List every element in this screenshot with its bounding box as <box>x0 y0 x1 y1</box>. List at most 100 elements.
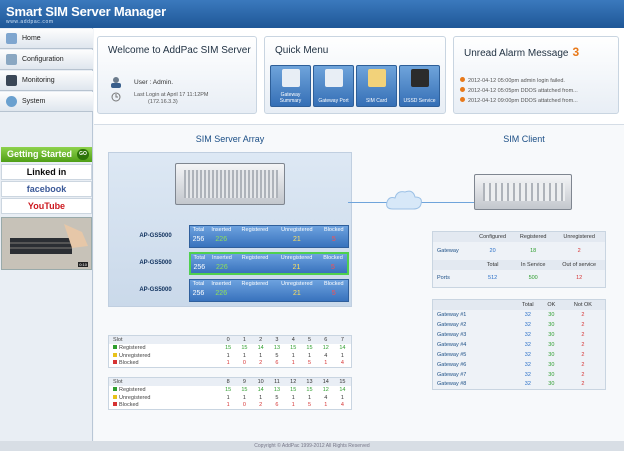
unregistered-count: 1 <box>259 394 263 401</box>
linkedin-label: Linked in <box>26 167 67 177</box>
legend-label: Unregistered <box>119 394 151 401</box>
getting-started-label: Getting Started <box>7 149 73 159</box>
alarm-title-text: Unread Alarm Message <box>464 48 569 59</box>
alarm-item[interactable]: 2012-04-12 05:00pm admin login failed. <box>460 77 565 84</box>
gateway-name: Gateway #6 <box>437 361 467 368</box>
promo-video[interactable]: 0:10 <box>1 217 92 270</box>
ussd-service-button[interactable]: USSD Service <box>399 65 440 107</box>
total-value: 32 <box>524 331 531 338</box>
col-out-of-service: Out of service <box>553 259 606 270</box>
alarm-item-text: 2012-04-12 09:00pm DDOS attatched from..… <box>468 98 578 104</box>
sim-card-button[interactable]: SIM Card <box>356 65 397 107</box>
quick-menu-panel: Quick Menu Gateway Summary Gateway Port … <box>264 36 446 114</box>
go-badge: GO <box>77 149 89 160</box>
total-value: 32 <box>524 351 531 358</box>
registered-count: 15 <box>290 386 297 393</box>
legend-label: Blocked <box>119 360 139 367</box>
unregistered-count: 4 <box>324 394 328 401</box>
nav-monitoring[interactable]: Monitoring <box>0 71 93 91</box>
nav-configuration[interactable]: Configuration <box>0 50 93 70</box>
inserted-value: 226 <box>215 236 228 243</box>
registered-count: 15 <box>225 344 232 351</box>
unregistered-value: 21 <box>292 290 301 297</box>
gateway-name: Gateway #7 <box>437 371 467 378</box>
sim-client-rack-image[interactable] <box>474 174 572 210</box>
legend-registered: Registered <box>109 386 221 394</box>
quick-menu-title: Quick Menu <box>275 45 329 56</box>
total-value: 256 <box>192 236 205 243</box>
getting-started-button[interactable]: Getting Started GO <box>1 147 92 162</box>
cloud-icon <box>386 190 422 210</box>
col-blocked: Blocked <box>324 227 344 233</box>
col-registered: Registered <box>241 227 269 233</box>
total-value: 32 <box>524 311 531 318</box>
blocked-count: 5 <box>307 360 312 367</box>
unregistered-count: 5 <box>275 394 279 401</box>
unregistered-count: 1 <box>307 352 312 359</box>
legend-unregistered: Unregistered <box>109 394 221 402</box>
col-total: Total <box>192 281 205 287</box>
unregistered-count: 1 <box>291 352 295 359</box>
alarm-item-text: 2012-04-12 05:05pm DDOS attatched from..… <box>468 88 578 94</box>
unregistered-count: 1 <box>259 352 263 359</box>
user-icon <box>111 77 121 102</box>
inserted-value: 226 <box>215 290 228 297</box>
welcome-panel: Welcome to AddPac SIM Server User : Admi… <box>97 36 257 114</box>
inserted-value: 226 <box>216 264 228 271</box>
slot-number: 0 <box>220 335 237 344</box>
nav-home-label: Home <box>22 35 41 42</box>
video-duration: 0:10 <box>78 262 88 267</box>
linkedin-link[interactable]: Linked in <box>1 164 92 180</box>
nav-system[interactable]: System <box>0 92 93 112</box>
unregistered-count: 1 <box>242 352 246 359</box>
col-total: Total <box>193 255 206 261</box>
gateway-summary-button[interactable]: Gateway Summary <box>270 65 311 107</box>
ok-value: 30 <box>548 331 555 338</box>
sim-server-rack-image[interactable] <box>175 163 285 205</box>
legend-registered: Registered <box>109 344 221 352</box>
youtube-link[interactable]: YouTube <box>1 198 92 214</box>
alarm-item[interactable]: 2012-04-12 05:05pm DDOS attatched from..… <box>460 87 578 94</box>
blocked-count: 4 <box>340 402 344 409</box>
legend-label: Registered <box>119 344 146 351</box>
last-login-ip: (172.16.3.3) <box>148 99 178 105</box>
ok-value: 30 <box>548 371 555 378</box>
slot-number: 13 <box>301 377 318 386</box>
facebook-link[interactable]: facebook <box>1 181 92 197</box>
gateway-name: Gateway #3 <box>437 331 467 338</box>
unregistered-count: 1 <box>226 394 230 401</box>
alarm-item[interactable]: 2012-04-12 09:00pm DDOS attatched from..… <box>460 97 578 104</box>
app-title: Smart SIM Server Manager <box>6 4 166 19</box>
blocked-count: 1 <box>291 402 295 409</box>
col-blocked: Blocked <box>324 281 344 287</box>
sim-server-array-title: SIM Server Array <box>195 134 265 144</box>
blocked-value: 5 <box>331 264 335 271</box>
nav-home[interactable]: Home <box>0 29 93 49</box>
ports-row-label: Ports <box>437 275 450 282</box>
gateway-port-button[interactable]: Gateway Port <box>313 65 354 107</box>
last-login: Last Login at April 17 11:12PM <box>134 92 209 98</box>
slot-number: 12 <box>285 377 302 386</box>
col-configured: Configured <box>472 231 513 242</box>
col-unregistered: Unregistered <box>281 281 313 287</box>
col-total: Total <box>472 259 513 270</box>
video-thumbnail-icon <box>10 224 88 254</box>
col-not-ok: Not OK <box>560 299 606 310</box>
blocked-count: 0 <box>242 360 246 367</box>
